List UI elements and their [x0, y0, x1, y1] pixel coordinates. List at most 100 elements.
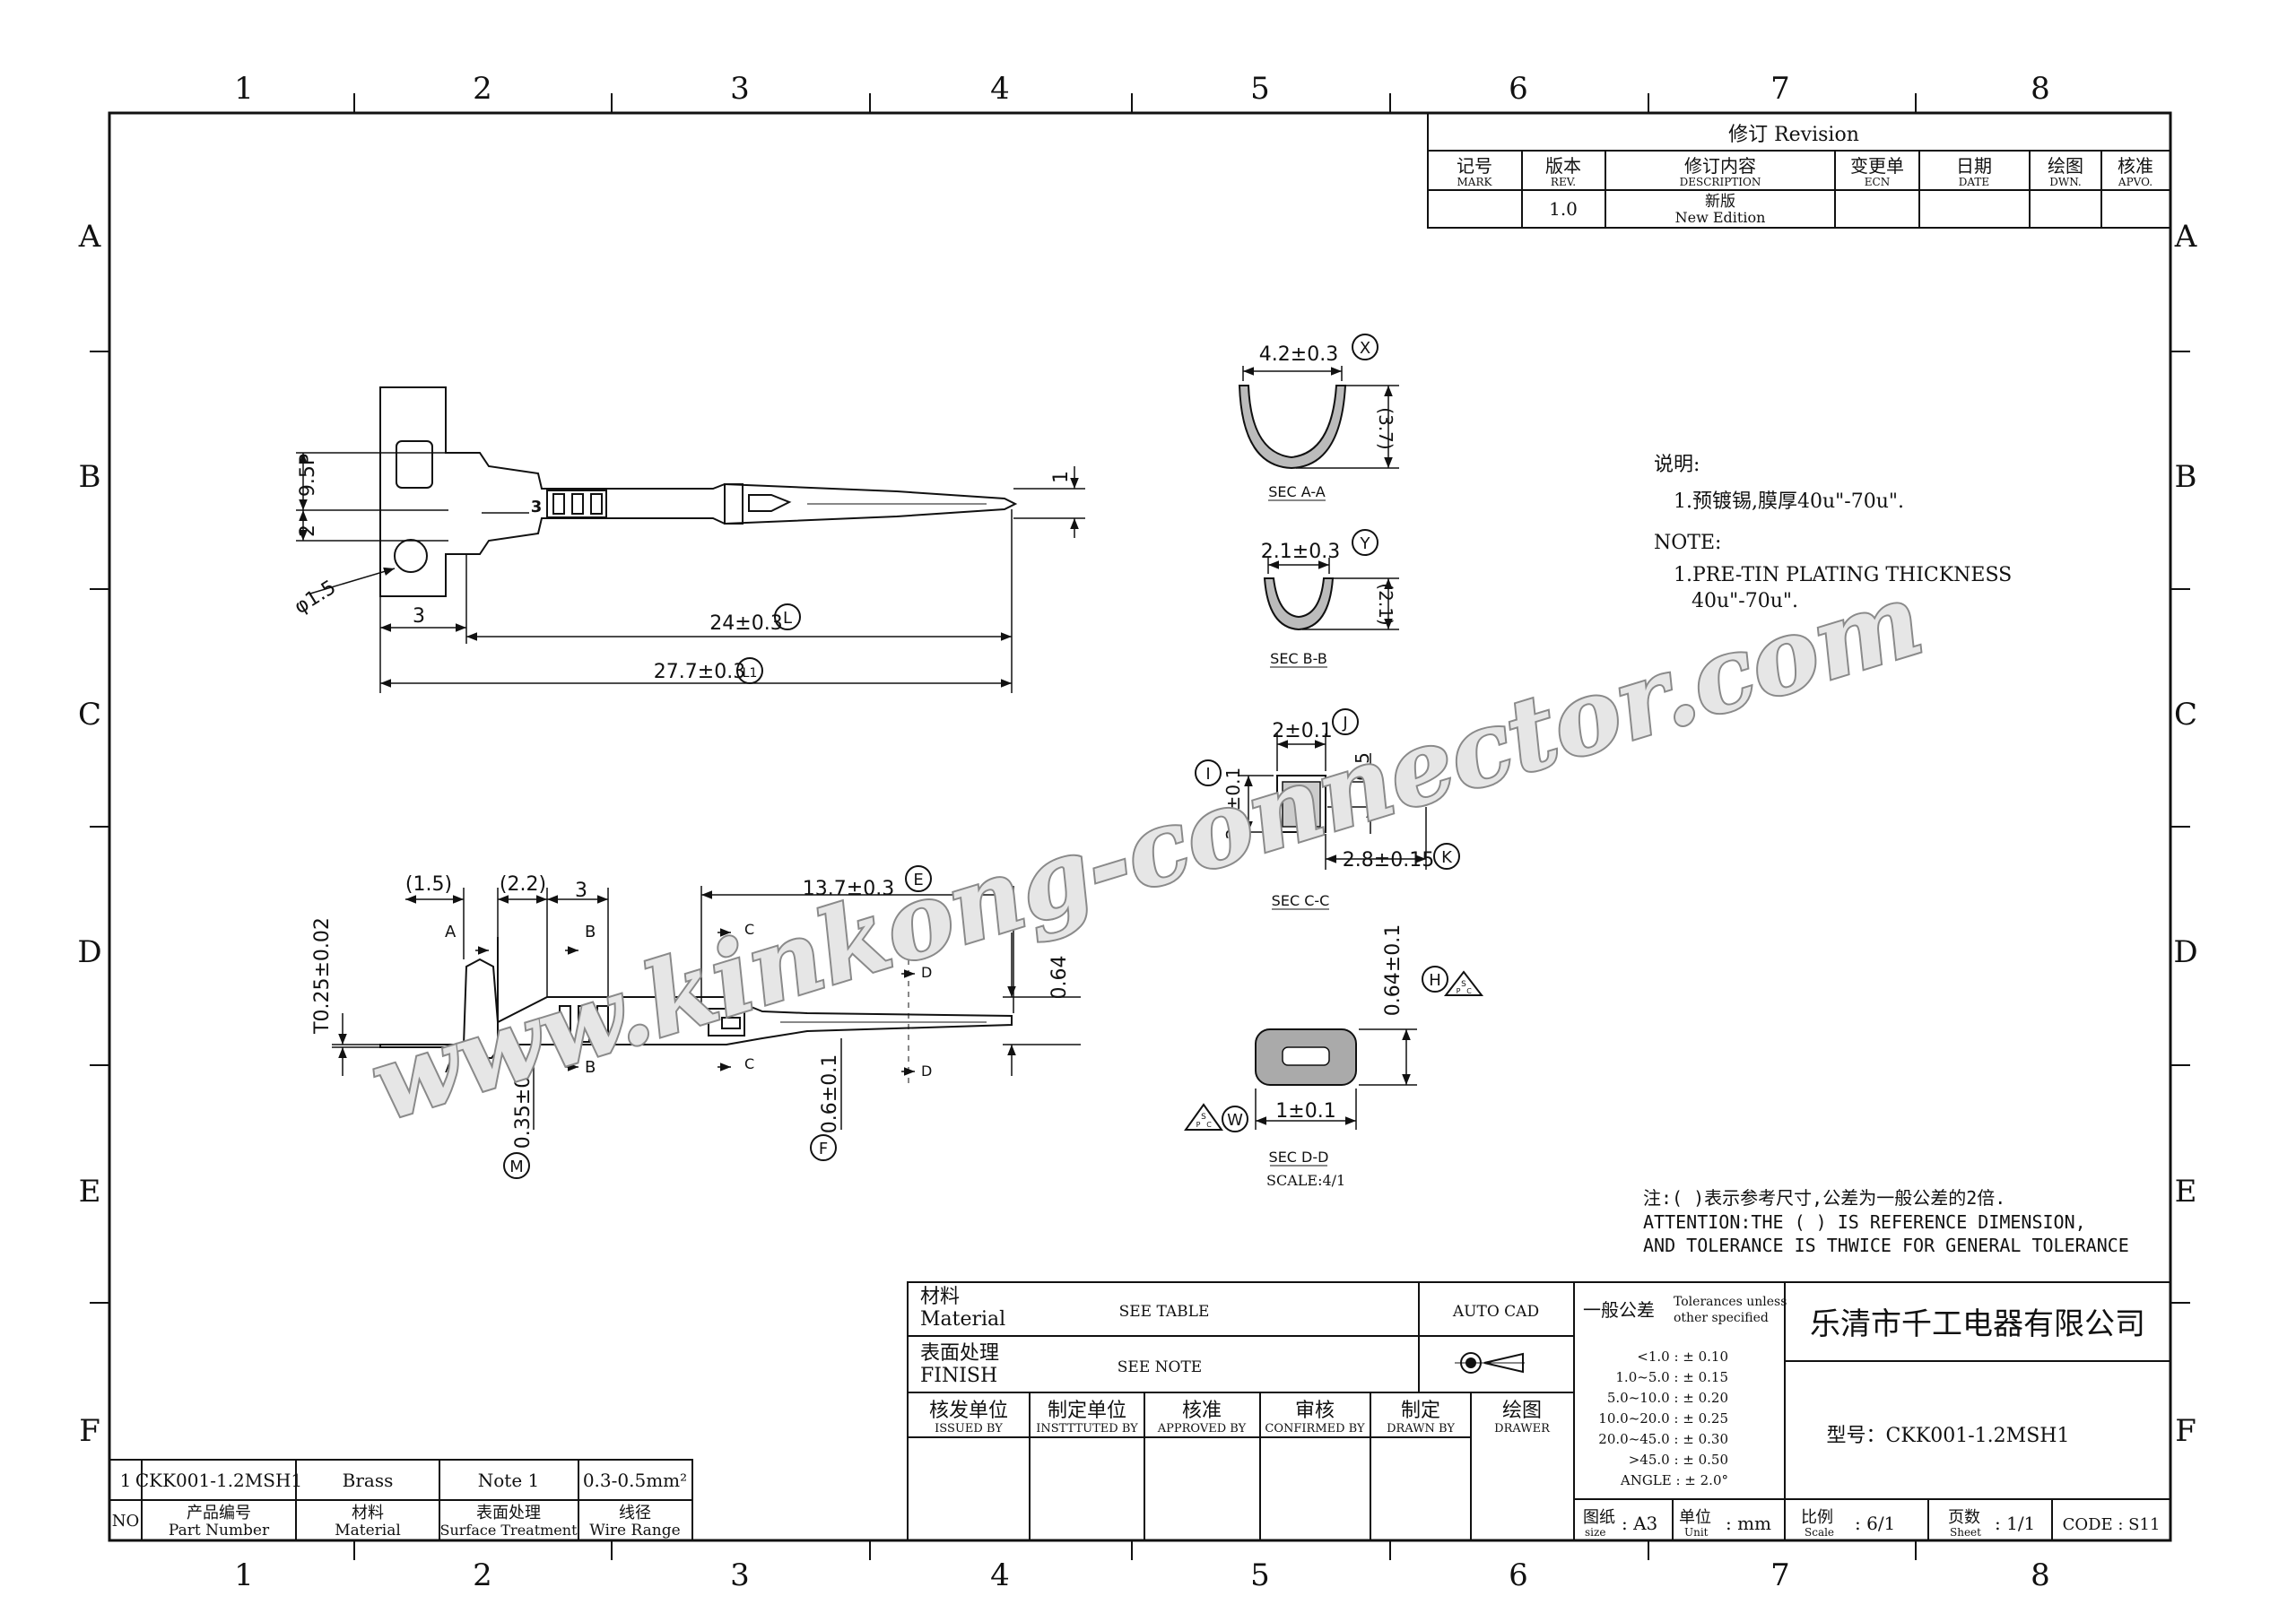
section-b-label: SEC B-B: [1270, 650, 1327, 667]
material-cn: 材料: [920, 1286, 960, 1308]
svg-text:DRAWER: DRAWER: [1494, 1422, 1551, 1436]
part-number: CKK001-1.2MSH1: [135, 1470, 302, 1491]
col-label: 5: [1250, 71, 1270, 107]
watermark: www.kinkong-connector.com: [359, 560, 1935, 1144]
svg-text:<1.0 : ± 0.10: <1.0 : ± 0.10: [1637, 1349, 1728, 1365]
svg-text:S: S: [1461, 980, 1466, 989]
col-label: 6: [1509, 1557, 1528, 1593]
top-view: [379, 386, 1018, 597]
svg-text:C: C: [1466, 987, 1472, 995]
col-label: 3: [730, 71, 750, 107]
rev-value: 1.0: [1549, 198, 1578, 220]
svg-text:核发单位: 核发单位: [929, 1400, 1008, 1422]
dim-a-w: 4.2±0.3: [1259, 343, 1338, 366]
section-a-label: SEC A-A: [1268, 483, 1326, 500]
svg-text:ANGLE : ± 2.0°: ANGLE : ± 2.0°: [1620, 1472, 1728, 1488]
svg-text:Unit: Unit: [1684, 1526, 1709, 1539]
spc-symbol: S P C: [1443, 970, 1484, 996]
spc-symbol: S P C: [1184, 1103, 1223, 1131]
callout-L1: L1: [743, 666, 758, 681]
svg-text:size: size: [1585, 1526, 1605, 1539]
col-label: 7: [1770, 1557, 1790, 1593]
svg-text:P: P: [1457, 987, 1461, 995]
svg-text:C: C: [1206, 1121, 1212, 1129]
dim-E: 13.7±0.3: [803, 878, 894, 900]
svg-text:1.0~5.0 : ± 0.15: 1.0~5.0 : ± 0.15: [1615, 1369, 1728, 1385]
svg-text:D: D: [921, 1063, 932, 1080]
callout-K: K: [1441, 848, 1453, 867]
svg-text:APVO.: APVO.: [2118, 176, 2152, 188]
callout-W: W: [1227, 1111, 1243, 1130]
note-en-title: NOTE:: [1654, 532, 1721, 554]
sec-mark-d: D: [921, 964, 932, 981]
col-label: 4: [990, 1557, 1010, 1593]
dim-F: 0.6±0.1: [819, 1054, 841, 1133]
dim-M: 0.35±0.1: [512, 1057, 535, 1149]
callout-Y: Y: [1360, 534, 1371, 553]
row-label: B: [2175, 459, 2197, 495]
sec-mark-b: B: [585, 923, 596, 941]
col-label: 3: [730, 1557, 750, 1593]
svg-text:10.0~20.0 : ± 0.25: 10.0~20.0 : ± 0.25: [1598, 1410, 1728, 1427]
callout-M: M: [509, 1158, 524, 1176]
part-no: 1: [120, 1470, 132, 1491]
svg-text:S: S: [1201, 1113, 1206, 1122]
svg-text:CONFIRMED BY: CONFIRMED BY: [1265, 1422, 1365, 1436]
title-block: 材料 Material SEE TABLE 表面处理 FINISH SEE NO…: [907, 1281, 2171, 1541]
svg-text:INSTTTUTED BY: INSTTTUTED BY: [1036, 1422, 1138, 1436]
top-view-labels: 9.5P 2 φ1.5 1 3 24±0.3 27.7±0.3 3: [291, 454, 1073, 683]
svg-text:产品编号: 产品编号: [187, 1504, 251, 1522]
svg-text:C: C: [744, 1055, 754, 1072]
callout-I: I: [1205, 765, 1210, 784]
svg-text:比例: 比例: [1801, 1508, 1833, 1527]
sec-mark-c: C: [744, 921, 754, 938]
section-d-label: SEC D-D: [1269, 1149, 1329, 1166]
note-cn-1: 1.预镀锡,膜厚40u"-70u".: [1674, 490, 1904, 513]
rev-head-ecn: 变更单: [1850, 155, 1904, 177]
row-label: E: [79, 1174, 101, 1210]
col-label: 1: [234, 1557, 254, 1593]
attention-cn: 注:( )表示参考尺寸,公差为一般公差的2倍.: [1643, 1187, 2005, 1209]
model-number: 型号：CKK001-1.2MSH1: [1827, 1425, 2070, 1447]
svg-text:5.0~10.0 : ± 0.20: 5.0~10.0 : ± 0.20: [1607, 1390, 1728, 1406]
finish-en: FINISH: [920, 1365, 997, 1387]
dim-T0-25: T0.25±0.02: [311, 917, 334, 1035]
svg-text:3: 3: [531, 498, 543, 516]
paper-size: : A3: [1622, 1513, 1657, 1534]
row-label: C: [78, 697, 101, 733]
finish-cn: 表面处理: [920, 1342, 999, 1365]
svg-text:页数: 页数: [1948, 1508, 1980, 1527]
rev-head-rev: 版本: [1545, 155, 1581, 177]
code: CODE : S11: [2063, 1515, 2161, 1534]
dim-a-h: (3.7): [1375, 407, 1396, 449]
svg-text:Material: Material: [335, 1522, 401, 1540]
svg-text:单位: 单位: [1679, 1508, 1711, 1527]
col-label: 4: [990, 71, 1010, 107]
dim-L: 24±0.3: [709, 612, 782, 635]
scale: : 6/1: [1855, 1513, 1895, 1534]
part-surface: Note 1: [478, 1470, 540, 1491]
parts-table: 1 CKK001-1.2MSH1 Brass Note 1 0.3-0.5mm²…: [109, 1459, 693, 1541]
svg-text:P: P: [1196, 1121, 1201, 1129]
section-c-label: SEC C-C: [1272, 892, 1330, 909]
row-label: D: [77, 934, 101, 970]
dim-1-5: (1.5): [405, 873, 452, 896]
svg-text:MARK: MARK: [1457, 176, 1493, 188]
dim-2: 2: [297, 525, 319, 537]
tolerance-cn: 一般公差: [1583, 1299, 1655, 1321]
col-label: 7: [1770, 71, 1790, 107]
dim-3-side: 3: [575, 880, 587, 902]
callout-L: L: [783, 609, 792, 628]
svg-text:other specified: other specified: [1674, 1311, 1769, 1325]
svg-text:A: A: [445, 1058, 457, 1077]
svg-text:20.0~45.0 : ± 0.30: 20.0~45.0 : ± 0.30: [1598, 1431, 1728, 1447]
finish-value: SEE NOTE: [1118, 1358, 1202, 1376]
svg-text:DWN.: DWN.: [2049, 176, 2082, 188]
note-en-1b: 40u"-70u".: [1692, 590, 1798, 612]
col-label: 2: [473, 1557, 492, 1593]
svg-text:线径: 线径: [619, 1504, 651, 1522]
callout-H: H: [1429, 971, 1441, 990]
section-b-b: 2.1±0.3 (2.1) SEC B-B: [1261, 541, 1399, 668]
callout-letters: L L1 E M F X Y I J K H W: [509, 339, 1453, 1176]
